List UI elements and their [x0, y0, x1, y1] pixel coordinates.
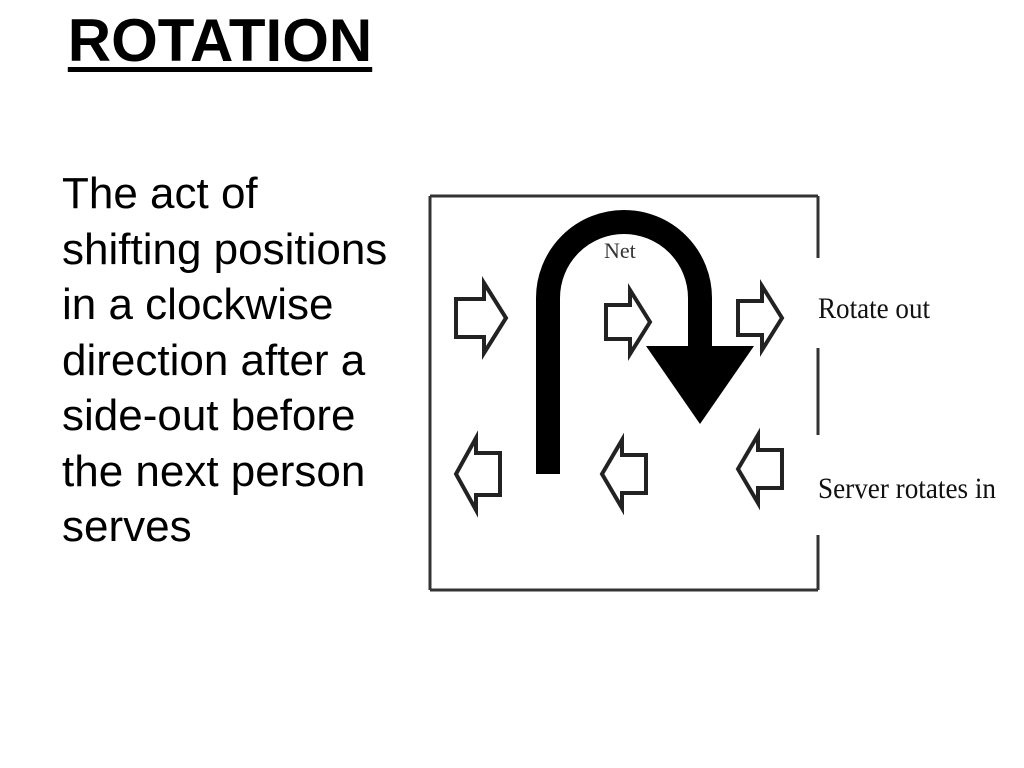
u-turn-arrow-icon	[536, 210, 754, 474]
right-arrow-icon	[736, 279, 785, 357]
server-rotates-in-label: Server rotates in	[818, 472, 996, 505]
slide-title: ROTATION	[67, 7, 373, 74]
right-arrow-icon	[454, 276, 509, 360]
left-arrow-icon	[453, 430, 502, 518]
rotate-out-label: Rotate out	[818, 292, 931, 325]
left-arrow-icon	[735, 427, 784, 511]
left-arrow-icon	[599, 432, 648, 516]
rotation-definition: The act of shifting positions in a clock…	[62, 169, 388, 551]
net-label: Net	[604, 238, 636, 263]
court-outline	[428, 194, 820, 592]
rotation-diagram: Net Rotate out Server rotates in	[420, 180, 1020, 610]
right-arrow-icon	[604, 283, 653, 361]
